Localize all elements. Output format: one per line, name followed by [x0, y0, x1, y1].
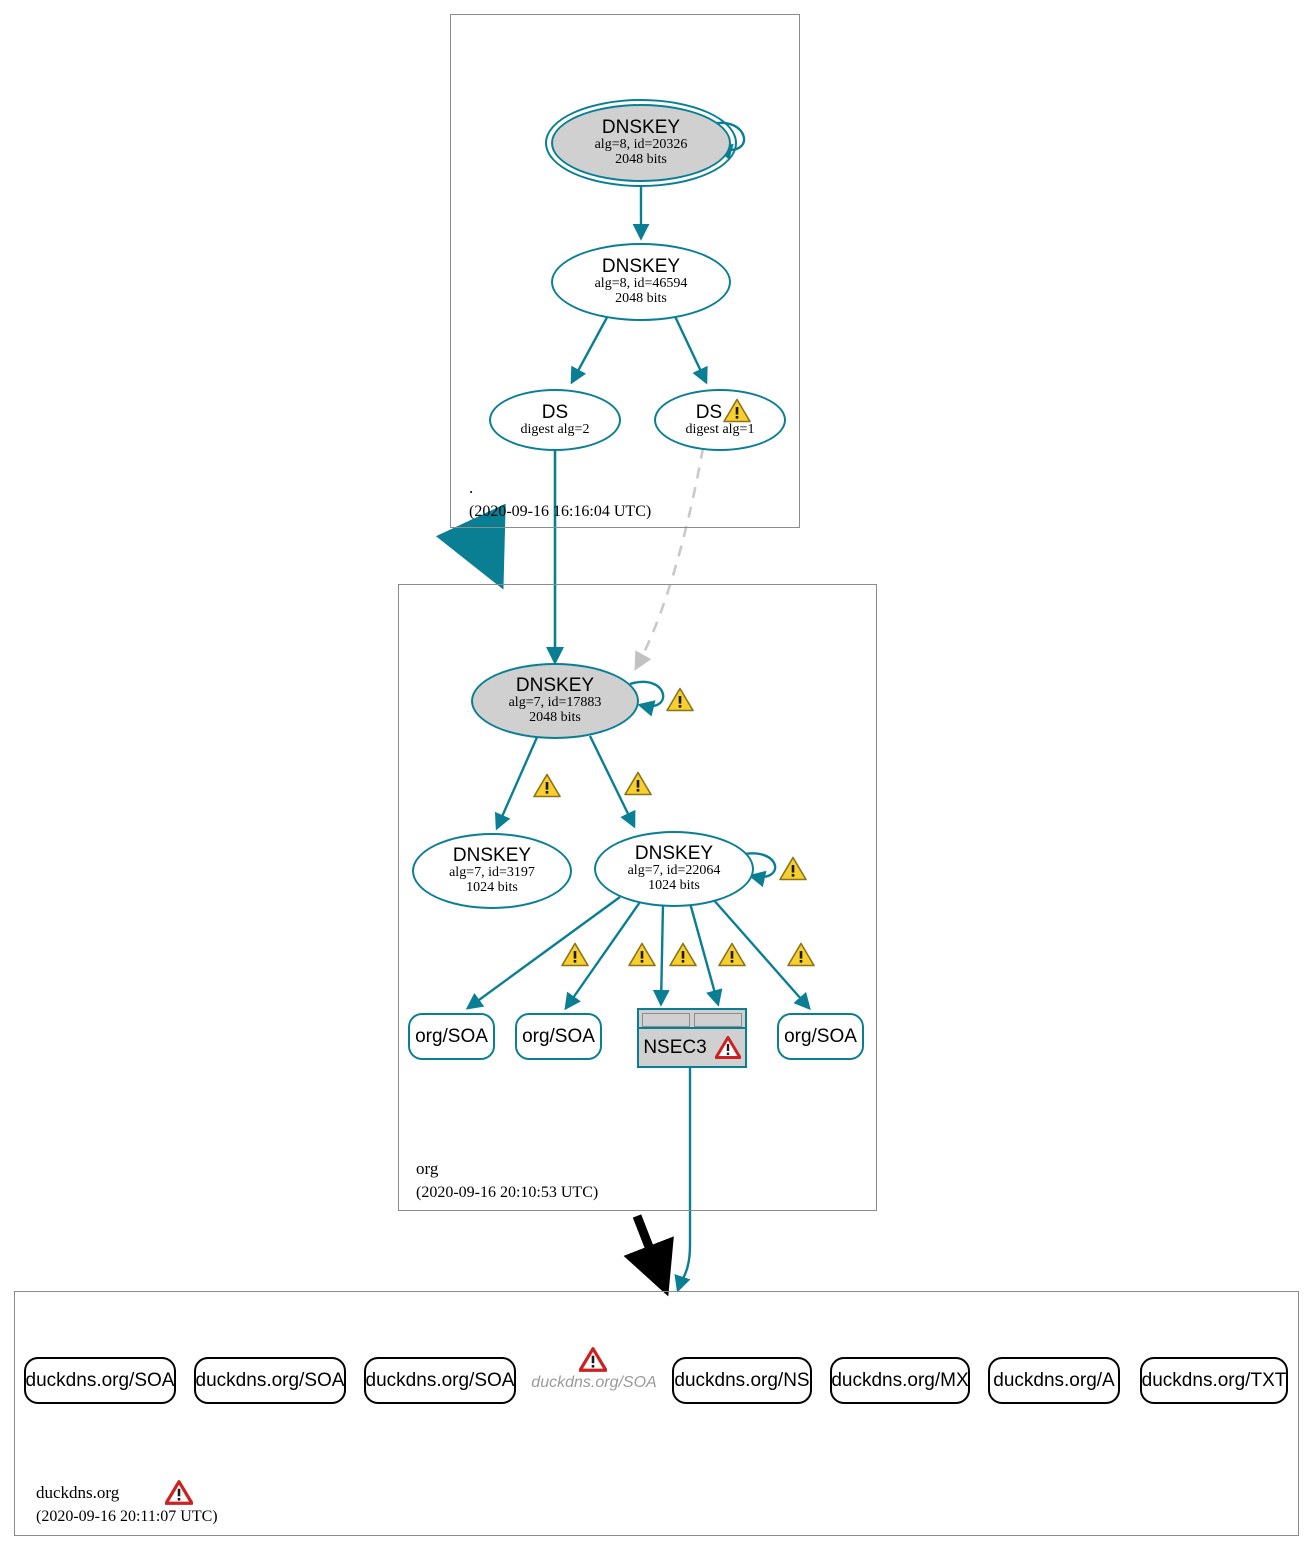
error-icon-duckdns-soa-bogus: [579, 1347, 607, 1372]
warning-icon-edge-soa-1: [561, 942, 589, 967]
node-title: DNSKEY: [601, 117, 681, 139]
error-icon-nsec3: [714, 1036, 741, 1059]
zone-timestamp-duckdns: (2020-09-16 20:11:07 UTC): [36, 1508, 218, 1525]
error-icon-duckdns-zone: [165, 1480, 193, 1505]
node-bits: 1024 bits: [466, 879, 518, 895]
node-duckdns-txt[interactable]: duckdns.org/TXT: [1140, 1357, 1288, 1404]
node-duckdns-mx[interactable]: duckdns.org/MX: [830, 1357, 970, 1404]
node-title: DS: [695, 401, 723, 423]
node-title: DS: [541, 401, 569, 423]
warning-icon-edge-ksk-to-3197: [533, 773, 561, 798]
node-org-dnskey-3197[interactable]: DNSKEY alg=7, id=3197 1024 bits: [412, 833, 572, 909]
node-root-dnskey-20326[interactable]: DNSKEY alg=8, id=20326 2048 bits: [551, 104, 731, 182]
zone-timestamp-root: (2020-09-16 16:16:04 UTC): [469, 503, 652, 520]
node-alg-id: alg=7, id=3197: [449, 865, 535, 881]
trust-anchor-ring: [545, 99, 737, 187]
zone-label-root: .: [469, 478, 474, 497]
node-digest-alg: digest alg=1: [685, 421, 755, 437]
node-duckdns-soa-bogus[interactable]: duckdns.org/SOA: [531, 1374, 657, 1391]
node-org-dnskey-17883[interactable]: DNSKEY alg=7, id=17883 2048 bits: [471, 663, 639, 739]
node-duckdns-soa-1[interactable]: duckdns.org/SOA: [24, 1357, 176, 1404]
zone-label-duckdns: duckdns.org: [36, 1483, 120, 1502]
node-bits: 2048 bits: [529, 709, 581, 725]
warning-icon-ds-alg1: [723, 398, 751, 423]
zone-box-duckdns: [14, 1291, 1299, 1536]
node-title: DNSKEY: [452, 845, 532, 867]
node-title: DNSKEY: [601, 256, 681, 278]
node-alg-id: alg=8, id=46594: [594, 276, 688, 292]
node-bits: 2048 bits: [615, 151, 667, 167]
warning-icon-org-ksk: [666, 687, 694, 712]
nsec3-header-cell-2: [694, 1013, 742, 1027]
node-duckdns-soa-3[interactable]: duckdns.org/SOA: [364, 1357, 516, 1404]
node-org-dnskey-22064[interactable]: DNSKEY alg=7, id=22064 1024 bits: [594, 831, 754, 907]
node-org-soa-1[interactable]: org/SOA: [408, 1013, 495, 1060]
node-root-dnskey-46594[interactable]: DNSKEY alg=8, id=46594 2048 bits: [551, 243, 731, 321]
node-org-nsec3[interactable]: NSEC3: [637, 1008, 747, 1068]
node-duckdns-a[interactable]: duckdns.org/A: [988, 1357, 1120, 1404]
node-duckdns-ns[interactable]: duckdns.org/NS: [672, 1357, 812, 1404]
node-alg-id: alg=7, id=22064: [627, 863, 721, 879]
warning-icon-edge-nsec3-left: [669, 942, 697, 967]
node-bits: 2048 bits: [615, 290, 667, 306]
node-title: DNSKEY: [634, 843, 714, 865]
node-org-soa-2[interactable]: org/SOA: [515, 1013, 602, 1060]
zone-box-org: [398, 584, 877, 1211]
node-ds-digest-alg-2[interactable]: DS digest alg=2: [489, 389, 621, 451]
warning-icon-org-zsk-22064: [779, 856, 807, 881]
node-bits: 1024 bits: [648, 877, 700, 893]
nsec3-body: NSEC3: [639, 1027, 745, 1066]
nsec3-label: NSEC3: [643, 1036, 707, 1058]
node-org-soa-3[interactable]: org/SOA: [777, 1013, 864, 1060]
warning-icon-edge-soa-2: [628, 942, 656, 967]
zone-box-root: [450, 14, 800, 528]
nsec3-header-row: [639, 1010, 745, 1027]
nsec3-header-cell-1: [642, 1013, 690, 1027]
zone-label-org: org: [416, 1159, 439, 1178]
warning-icon-edge-ksk-to-22064: [624, 771, 652, 796]
node-ds-digest-alg-1[interactable]: DS digest alg=1: [654, 389, 786, 451]
node-alg-id: alg=8, id=20326: [594, 137, 688, 153]
warning-icon-edge-nsec3-right: [718, 942, 746, 967]
node-alg-id: alg=7, id=17883: [508, 695, 602, 711]
node-title: DNSKEY: [515, 675, 595, 697]
node-duckdns-soa-2[interactable]: duckdns.org/SOA: [194, 1357, 346, 1404]
zone-timestamp-org: (2020-09-16 20:10:53 UTC): [416, 1184, 599, 1201]
warning-icon-edge-soa-3: [787, 942, 815, 967]
node-digest-alg: digest alg=2: [520, 421, 590, 437]
